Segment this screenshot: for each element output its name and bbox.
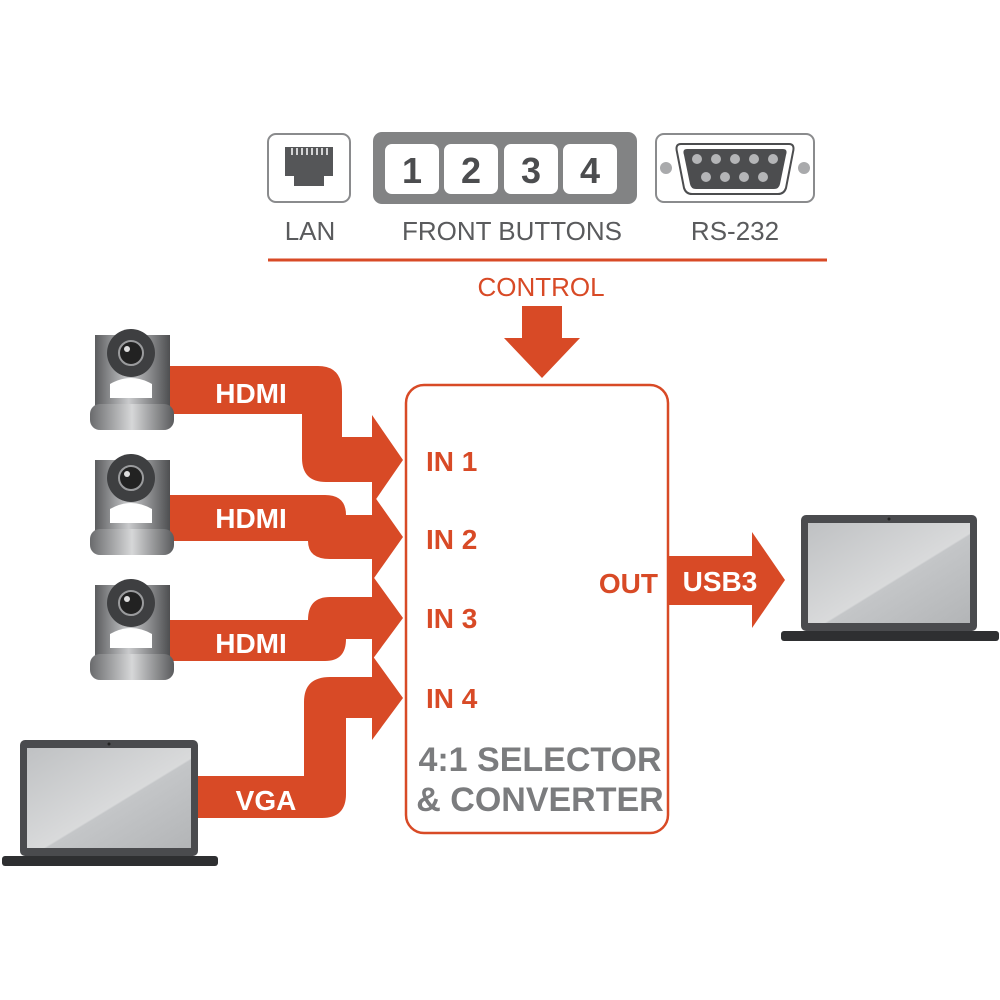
- usb3-arrow: [668, 532, 785, 628]
- hdmi-arrow-1: [160, 366, 403, 505]
- front-button-4-label: 4: [580, 150, 600, 191]
- laptop-output-icon: [781, 515, 999, 641]
- ptz-camera-icon-2: [90, 454, 174, 555]
- ptz-camera-icon-3: [90, 579, 174, 680]
- rs232-port-icon: [655, 133, 815, 203]
- input-label-2: IN 2: [426, 524, 477, 555]
- input-label-3: IN 3: [426, 603, 477, 634]
- front-button-2: 2: [444, 144, 498, 194]
- selector-converter-box: [404, 383, 670, 835]
- input-label-1: IN 1: [426, 446, 477, 477]
- hdmi-arrow-3: [160, 575, 403, 661]
- laptop-source-icon: [2, 740, 218, 866]
- rs232-label: RS-232: [691, 216, 779, 246]
- front-button-1-label: 1: [402, 150, 422, 191]
- hdmi-label-3: HDMI: [215, 628, 287, 659]
- front-button-3: 3: [504, 144, 558, 194]
- selector-title-line1: 4:1 SELECTOR: [418, 741, 661, 779]
- hdmi-arrow-2: [160, 493, 403, 581]
- vga-label: VGA: [236, 785, 297, 816]
- hdmi-label-2: HDMI: [215, 503, 287, 534]
- front-button-4: 4: [563, 144, 617, 194]
- selector-title-line2: & CONVERTER: [416, 781, 663, 819]
- lan-label: LAN: [285, 216, 336, 246]
- lan-port-icon: [267, 133, 351, 203]
- front-button-1: 1: [385, 144, 439, 194]
- hdmi-label-1: HDMI: [215, 378, 287, 409]
- control-label: CONTROL: [477, 272, 604, 302]
- control-arrow: [504, 306, 580, 378]
- output-label: OUT: [599, 568, 658, 599]
- usb3-label: USB3: [683, 566, 758, 597]
- input-label-4: IN 4: [426, 683, 478, 714]
- ptz-camera-icon-1: [90, 329, 174, 430]
- vga-arrow: [196, 655, 403, 818]
- front-button-3-label: 3: [521, 150, 541, 191]
- front-button-2-label: 2: [461, 150, 481, 191]
- front-buttons-label: FRONT BUTTONS: [402, 216, 622, 246]
